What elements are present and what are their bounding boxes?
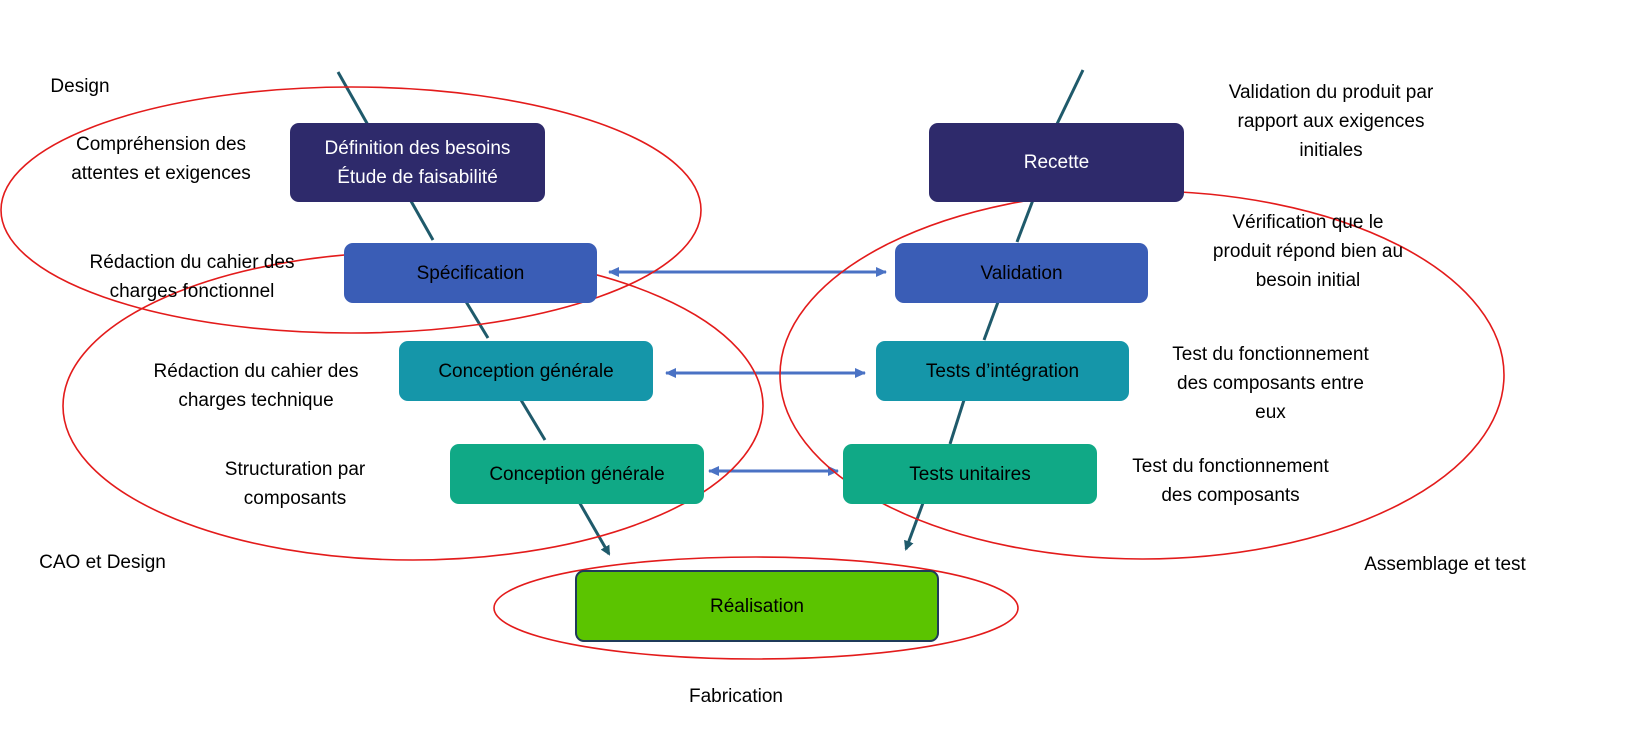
definition-besoins-box: Définition des besoins Étude de faisabil… [290,123,545,202]
verification-label: Vérification que le produit répond bien … [1212,212,1404,291]
realisation-box: Réalisation [575,570,939,642]
comprehension-label: Compréhension des attentes et exigences [71,134,251,184]
fabrication-ellipse [493,556,1019,660]
right-branch-line-3 [982,301,1000,341]
validation-produit-label: Validation du produit par rapport aux ex… [1228,82,1434,161]
validation-box: Validation [895,243,1148,303]
right-branch-line-2 [1015,199,1035,243]
redaction-technique-label: Rédaction du cahier des charges techniqu… [153,361,359,411]
conception-generale-label-1: Conception générale [438,360,614,382]
design-ellipse [0,86,702,334]
left-branch-line-3 [519,399,547,441]
right-branch-line-4 [948,399,966,445]
structuration-label: Structuration par composants [224,459,366,509]
tests-unitaires-label: Tests unitaires [909,463,1031,485]
redaction-fonctionnel-label: Rédaction du cahier des charges fonction… [89,252,295,302]
tests-integration-box: Tests d’intégration [876,341,1129,401]
definition-line2: Étude de faisabilité [337,166,498,188]
validation-label: Validation [980,262,1063,284]
right-branch-line-1 [1055,69,1085,125]
specification-label: Spécification [416,262,525,284]
conception-generale-box-1: Conception générale [399,341,653,401]
test-fonctionnement-entre-label: Test du fonctionnement des composants en… [1172,344,1369,423]
conception-generale-label-2: Conception générale [489,463,665,485]
left-branch-arrow [576,499,611,556]
conception-generale-box-2: Conception générale [450,444,704,504]
fabrication-label: Fabrication [689,686,783,707]
realisation-label: Réalisation [710,595,804,617]
right-branch-arrow [904,502,925,551]
definition-line1: Définition des besoins [324,137,511,159]
tests-unitaires-box: Tests unitaires [843,444,1097,504]
assemblage-test-label: Assemblage et test [1364,554,1526,575]
tests-integration-label: Tests d’intégration [925,360,1080,382]
specification-box: Spécification [344,243,597,303]
left-branch-line-2 [463,299,490,339]
design-label: Design [50,76,110,97]
cao-design-label: CAO et Design [39,552,166,573]
recette-box: Recette [929,123,1184,202]
test-fonctionnement-composants-label: Test du fonctionnement des composants [1132,456,1329,506]
recette-label: Recette [1023,152,1090,173]
